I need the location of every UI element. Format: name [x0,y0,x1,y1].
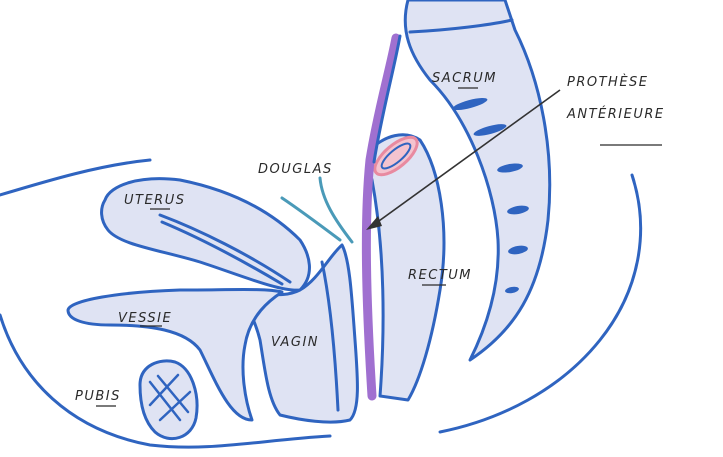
prothese-arrow-head [366,216,382,230]
uterus-cavity-2 [160,220,284,286]
body-outline-upper-left [0,158,152,197]
sacrum-shape [403,0,552,362]
uterus-cavity [158,213,292,284]
label-uterus: UTERUS [124,193,185,208]
body-outline-right [438,173,643,434]
pubis-shape [138,359,199,441]
label-douglas: DOUGLAS [258,162,333,177]
douglas-line-2 [318,176,354,244]
label-prothese-2: ANTÉRIEURE [566,106,665,122]
prothese-band-edge [372,34,402,164]
label-pubis: PUBIS [75,389,121,404]
sacrum-top-vertebra [408,18,514,34]
body-outline-left [0,313,332,449]
sacrum-foramina [452,97,529,294]
prothese-arrow-line [371,89,561,227]
label-vagin: VAGIN [271,335,319,350]
label-rectum: RECTUM [408,268,472,283]
label-vessie: VESSIE [118,311,172,326]
bladder-shape [66,288,284,422]
pubis-hatch [148,373,192,422]
label-sacrum: SACRUM [432,71,497,86]
vagina-inner [320,260,340,412]
prothese-band [361,33,401,401]
rectum-ring [373,135,419,177]
rectum-ring-inner [380,142,412,170]
douglas-line-1 [280,196,342,242]
label-prothese-1: PROTHÈSE [567,74,649,90]
